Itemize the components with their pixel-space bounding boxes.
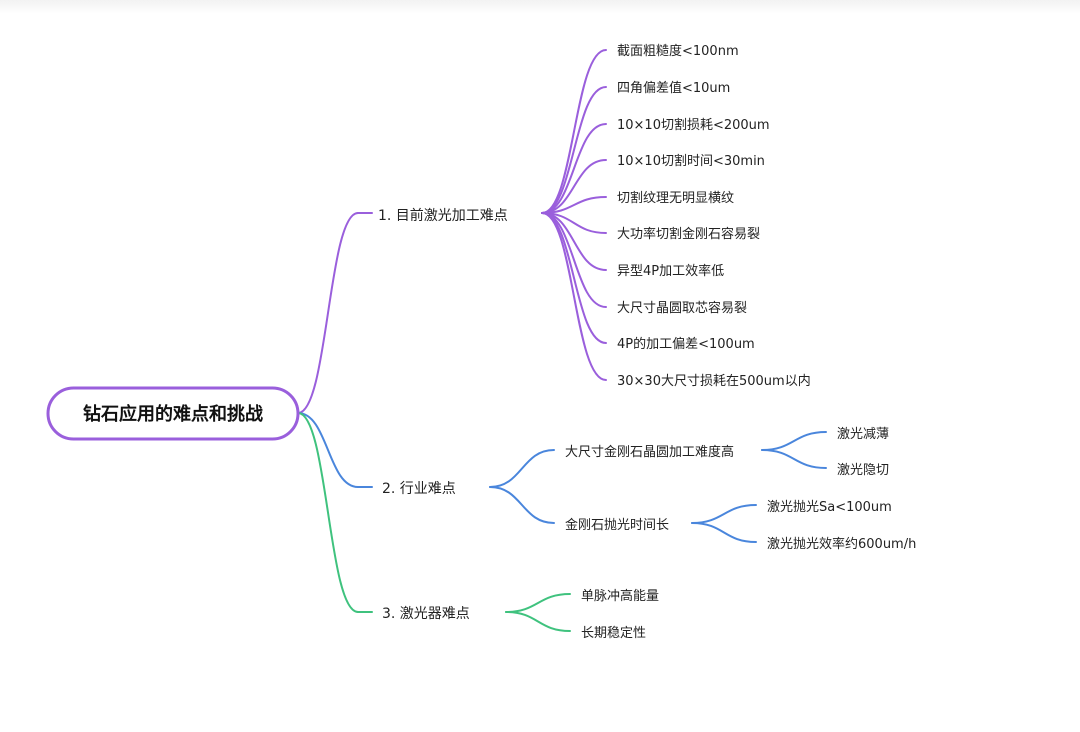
edge-branch-3-leaf-2 — [505, 611, 571, 632]
branch-3-children: 单脉冲高能量 长期稳定性 — [581, 588, 659, 641]
branch-2-sub-1-leaf-2[interactable]: 激光隐切 — [837, 463, 889, 478]
root-node[interactable]: 钻石应用的难点和挑战 — [46, 386, 300, 441]
mindmap-edges — [297, 49, 827, 632]
edge-root-branch-3 — [297, 412, 359, 613]
branch-1-children: 截面粗糙度<100nm 四角偏差值<10um 10×10切割损耗<200um 1… — [617, 43, 811, 389]
branch-1-leaf-6[interactable]: 大功率切割金刚石容易裂 — [617, 226, 760, 242]
branch-2-sub-1-leaf-1[interactable]: 激光减薄 — [837, 427, 889, 442]
edge-branch-2-sub-2 — [489, 486, 555, 524]
branch-1-leaf-7[interactable]: 异型4P加工效率低 — [617, 263, 724, 279]
edge-branch-1-leaf-10 — [541, 212, 607, 381]
branch-1-leaf-5[interactable]: 切割纹理无明显横纹 — [617, 190, 734, 206]
edge-branch-2-sub-2-leaf-2 — [691, 522, 757, 543]
edge-branch-2-sub-2-leaf-1 — [691, 504, 757, 524]
root-node-label: 钻石应用的难点和挑战 — [83, 403, 263, 425]
edge-branch-1-leaf-3 — [541, 123, 607, 214]
edge-root-branch-2 — [297, 412, 359, 488]
branch-3-leaf-1[interactable]: 单脉冲高能量 — [581, 588, 659, 604]
branch-2-children: 大尺寸金刚石晶圆加工难度高 金刚石抛光时间长 激光减薄 激光隐切 激光抛光Sa<… — [565, 427, 916, 552]
branch-3-leaf-2[interactable]: 长期稳定性 — [581, 625, 646, 641]
branch-1-leaf-8[interactable]: 大尺寸晶圆取芯容易裂 — [617, 300, 747, 316]
branch-3[interactable]: 3. 激光器难点 — [382, 605, 470, 622]
edge-branch-1-leaf-4 — [541, 159, 607, 214]
branch-2-sub-2-leaf-1[interactable]: 激光抛光Sa<100um — [767, 500, 892, 515]
top-fade — [0, 0, 1080, 14]
branch-3-label: 3. 激光器难点 — [382, 605, 470, 622]
branch-1-label: 1. 目前激光加工难点 — [378, 207, 508, 224]
branch-2-sub-2-leaf-2[interactable]: 激光抛光效率约600um/h — [767, 536, 916, 552]
branch-1-leaf-10[interactable]: 30×30大尺寸损耗在500um以内 — [617, 373, 811, 389]
root-node-box — [46, 386, 300, 441]
branch-1-leaf-3[interactable]: 10×10切割损耗<200um — [617, 117, 770, 133]
edge-branch-1-leaf-1 — [541, 49, 607, 214]
edge-root-branch-1 — [297, 212, 359, 414]
branch-2-label: 2. 行业难点 — [382, 481, 456, 497]
branch-2-sub-2[interactable]: 金刚石抛光时间长 — [565, 517, 669, 533]
edge-branch-2-sub-1-leaf-2 — [761, 449, 827, 469]
branch-1-leaf-2[interactable]: 四角偏差值<10um — [617, 80, 730, 96]
edge-branch-2-sub-1 — [489, 449, 555, 488]
edge-branch-2-sub-1-leaf-1 — [761, 431, 827, 451]
branch-1[interactable]: 1. 目前激光加工难点 — [378, 207, 508, 224]
branch-2[interactable]: 2. 行业难点 — [382, 481, 456, 497]
branch-2-sub-1[interactable]: 大尺寸金刚石晶圆加工难度高 — [565, 444, 734, 460]
edge-branch-1-leaf-2 — [541, 86, 607, 214]
branch-1-leaf-1[interactable]: 截面粗糙度<100nm — [617, 43, 739, 59]
branch-1-leaf-9[interactable]: 4P的加工偏差<100um — [617, 336, 755, 352]
branch-1-leaf-4[interactable]: 10×10切割时间<30min — [617, 153, 765, 169]
edge-branch-3-leaf-1 — [505, 593, 571, 613]
